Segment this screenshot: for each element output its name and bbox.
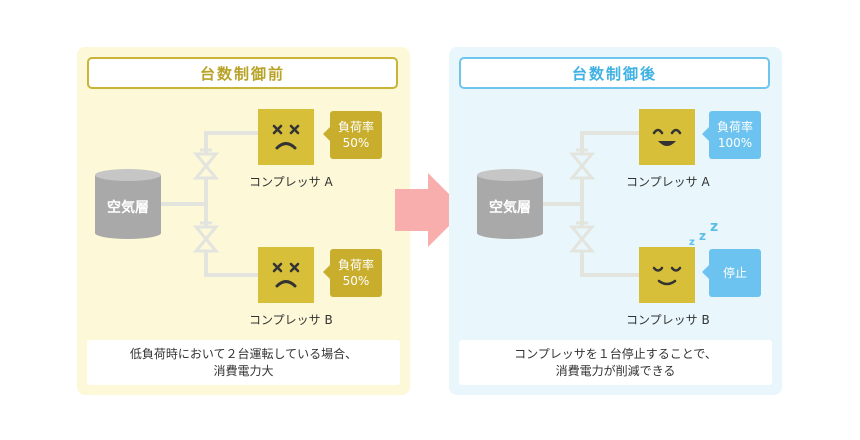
status-text: 停止 [722,266,747,280]
load-bubble-a: 負荷率 50% [323,111,382,159]
compressor-a-label: コンプレッサ A [249,175,333,189]
load-label: 負荷率 [337,120,374,134]
zzz-icon: z [699,229,706,243]
zzz-icon: z [710,219,719,235]
compressor-b-label: コンプレッサ B [626,313,710,327]
after-title: 台数制御後 [459,57,770,89]
load-label: 負荷率 [337,258,374,272]
load-value: 50% [342,136,370,150]
valve-icon [192,148,220,180]
happy-face-icon [639,109,695,165]
before-description: 低負荷時において２台運転している場合、 消費電力大 [87,340,400,385]
tank-label: 空気層 [107,200,149,216]
description-line: コンプレッサを１台停止することで、 [514,346,717,361]
after-panel: 台数制御後 空気層 [449,47,782,395]
load-value: 100% [717,136,753,150]
load-label: 負荷率 [716,120,753,134]
valve-icon [568,148,596,180]
description-line: 低負荷時において２台運転している場合、 [129,346,358,361]
description-line: 消費電力大 [213,363,274,378]
before-title: 台数制御前 [87,57,398,89]
sad-face-icon [258,109,314,165]
load-bubble-a: 負荷率 100% [702,111,761,159]
tank-label: 空気層 [489,200,531,216]
after-description: コンプレッサを１台停止することで、 消費電力が削減できる [459,340,772,385]
compressor-b-label: コンプレッサ B [249,313,333,327]
valve-icon [568,221,596,253]
tank-icon: 空気層 [95,169,161,239]
description-line: 消費電力が削減できる [555,363,676,378]
zzz-icon: z [689,237,695,248]
sleeping-face-icon [639,247,695,303]
sad-face-icon [258,247,314,303]
before-panel: 台数制御前 空気層 [77,47,410,395]
right-arrow-icon [395,173,465,247]
valve-icon [192,221,220,253]
after-pipes [541,131,641,277]
compressor-a-label: コンプレッサ A [626,175,710,189]
load-bubble-b: 負荷率 50% [323,249,382,297]
load-value: 50% [342,274,370,288]
tank-icon: 空気層 [477,169,543,239]
before-pipes [159,131,260,277]
status-bubble-b: 停止 [702,249,761,297]
